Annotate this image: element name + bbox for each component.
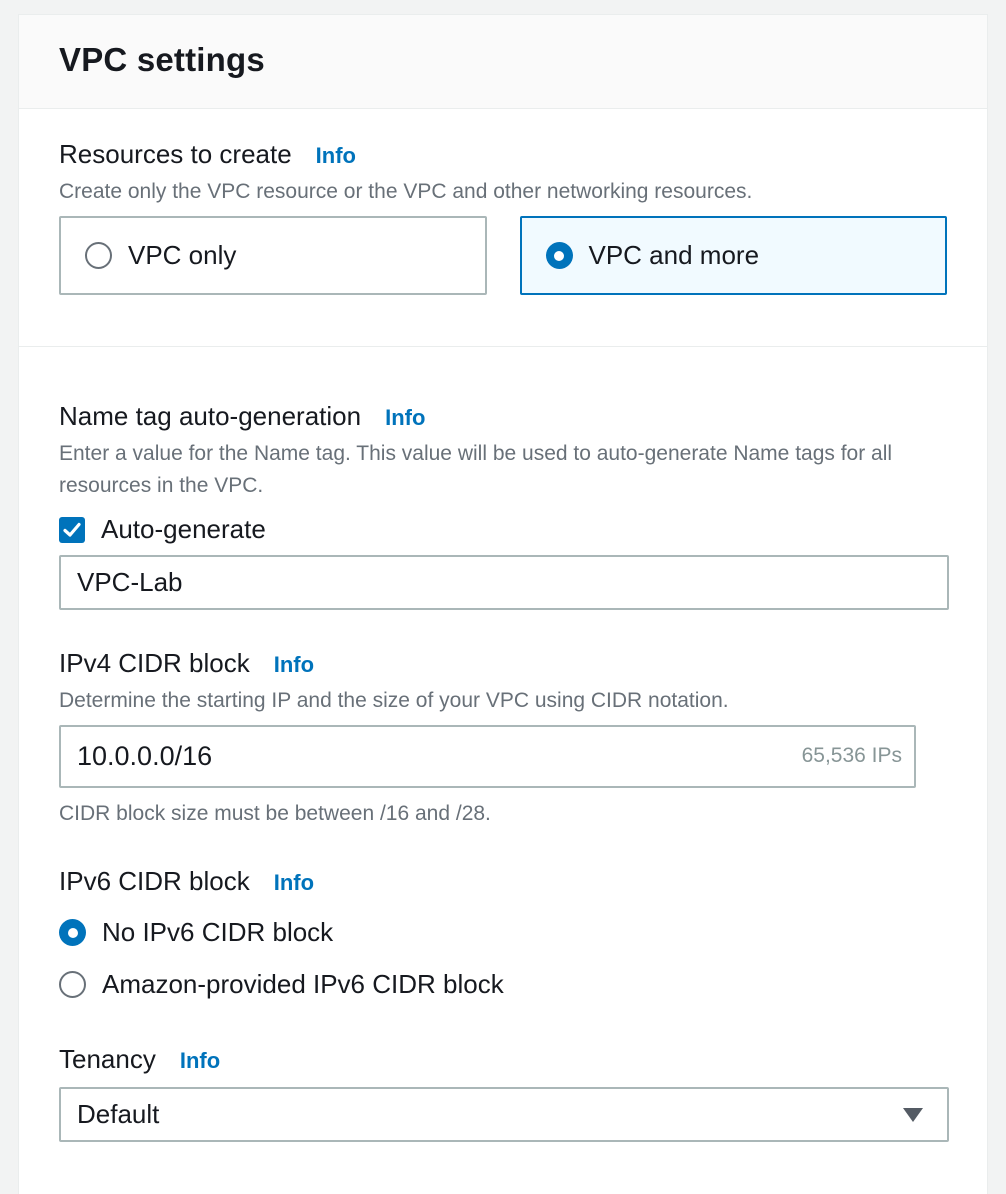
radio-label-no-ipv6: No IPv6 CIDR block <box>102 917 334 947</box>
auto-generate-checkbox[interactable] <box>59 516 85 543</box>
ipv4-cidr-input[interactable] <box>59 725 916 788</box>
settings-fields-section: Name tag auto-generation Info Enter a va… <box>19 347 987 1142</box>
resources-to-create-section: Resources to create Info Create only the… <box>19 109 987 347</box>
ipv4-label: IPv4 CIDR block <box>59 648 250 678</box>
radio-amazon-ipv6[interactable] <box>59 971 86 998</box>
resources-tiles: VPC only VPC and more <box>59 216 947 295</box>
tenancy-group: Tenancy Info Default <box>59 1044 949 1142</box>
tile-label-vpc-only: VPC only <box>128 240 237 270</box>
tenancy-label: Tenancy <box>59 1044 156 1074</box>
ipv4-label-row: IPv4 CIDR block Info <box>59 648 947 679</box>
resources-label-row: Resources to create Info <box>59 139 947 170</box>
resources-description: Create only the VPC resource or the VPC … <box>59 180 753 203</box>
name-tag-label-row: Name tag auto-generation Info <box>59 401 947 432</box>
radio-label-amazon-ipv6: Amazon-provided IPv6 CIDR block <box>102 969 504 999</box>
ipv4-info-link[interactable]: Info <box>273 652 315 677</box>
radio-vpc-and-more[interactable] <box>545 242 573 269</box>
name-tag-group: Name tag auto-generation Info Enter a va… <box>59 401 949 610</box>
ipv6-cidr-group: IPv6 CIDR block Info No IPv6 CIDR block … <box>59 866 947 1000</box>
ipv4-constraint-text: CIDR block size must be between /16 and … <box>59 802 491 825</box>
ipv6-option-none[interactable]: No IPv6 CIDR block <box>59 917 947 948</box>
checkmark-icon <box>63 522 81 537</box>
radio-vpc-only[interactable] <box>85 242 112 269</box>
ipv4-description: Determine the starting IP and the size o… <box>59 689 729 712</box>
caret-down-icon <box>903 1107 923 1122</box>
ip-count-hint: 65,536 IPs <box>801 744 902 767</box>
radio-no-ipv6[interactable] <box>59 919 86 946</box>
ipv6-option-amazon[interactable]: Amazon-provided IPv6 CIDR block <box>59 969 947 1000</box>
name-tag-input[interactable] <box>59 555 949 610</box>
panel-title: VPC settings <box>59 41 265 78</box>
auto-generate-label: Auto-generate <box>101 514 266 544</box>
name-tag-label: Name tag auto-generation <box>59 401 362 431</box>
tenancy-info-link[interactable]: Info <box>179 1048 221 1073</box>
tenancy-label-row: Tenancy Info <box>59 1044 947 1075</box>
ipv6-info-link[interactable]: Info <box>273 870 315 895</box>
ipv4-input-wrapper: 65,536 IPs <box>59 725 916 788</box>
vpc-settings-panel: VPC settings Resources to create Info Cr… <box>18 14 988 1194</box>
tile-vpc-only[interactable]: VPC only <box>59 216 487 295</box>
tenancy-select[interactable]: Default <box>59 1087 949 1142</box>
ipv4-cidr-group: IPv4 CIDR block Info Determine the start… <box>59 648 947 826</box>
auto-generate-row[interactable]: Auto-generate <box>59 514 947 545</box>
resources-info-link[interactable]: Info <box>315 143 356 168</box>
name-tag-description: Enter a value for the Name tag. This val… <box>59 442 893 497</box>
tenancy-select-value: Default <box>77 1099 160 1129</box>
tile-vpc-and-more[interactable]: VPC and more <box>519 216 947 295</box>
ipv6-label: IPv6 CIDR block <box>59 866 250 896</box>
tile-label-vpc-and-more: VPC and more <box>588 240 760 270</box>
resources-label: Resources to create <box>59 139 292 169</box>
name-tag-info-link[interactable]: Info <box>385 405 426 430</box>
panel-header: VPC settings <box>19 15 987 109</box>
ipv6-label-row: IPv6 CIDR block Info <box>59 866 947 897</box>
